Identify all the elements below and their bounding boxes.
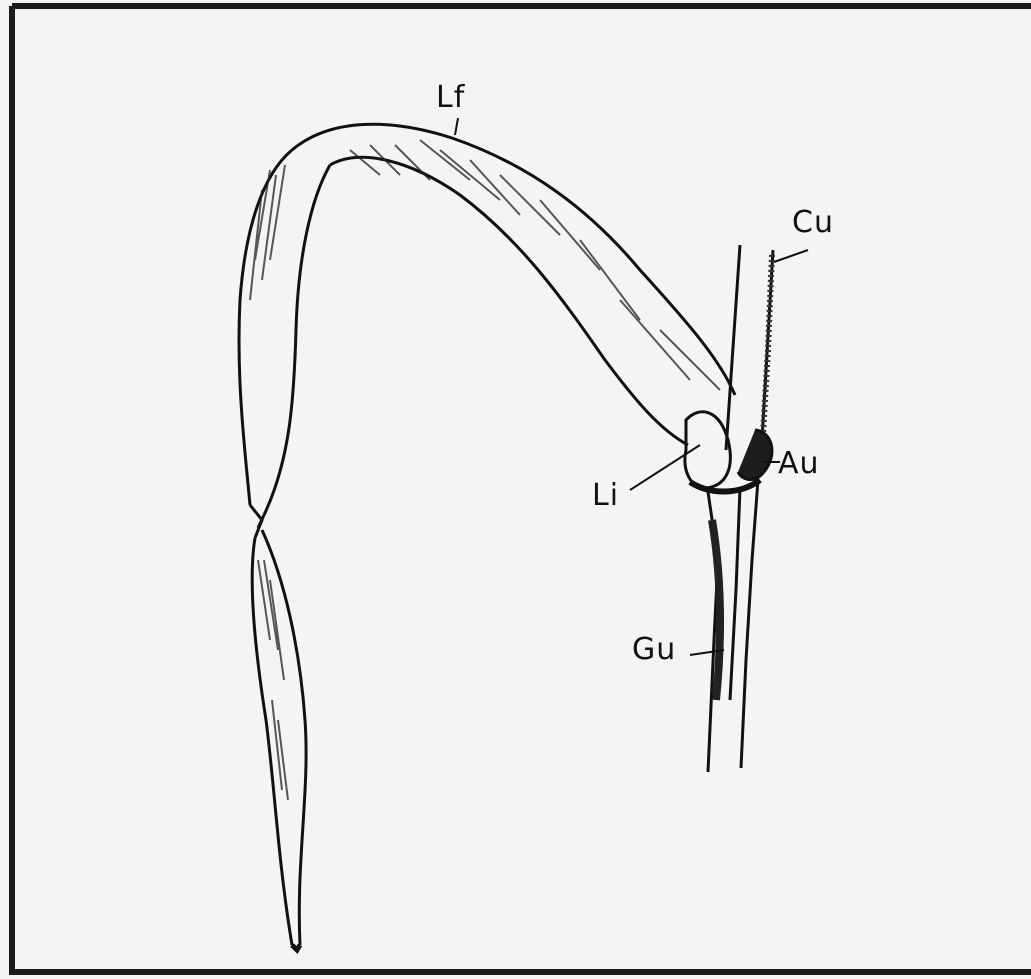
label-au: Au (778, 446, 820, 481)
leader-lf (455, 118, 458, 135)
leaf-sheath (708, 480, 758, 772)
culm-stem (726, 245, 773, 450)
leaf-blade (239, 124, 735, 950)
label-cu: Cu (792, 205, 834, 240)
label-lf: Lf (436, 80, 465, 115)
leader-cu (774, 250, 808, 262)
auricle (738, 430, 772, 479)
label-li: Li (592, 478, 619, 513)
leader-lines (455, 118, 808, 655)
leaf-shading (250, 140, 720, 800)
label-gu: Gu (632, 632, 676, 667)
figure-frame (12, 6, 1031, 975)
